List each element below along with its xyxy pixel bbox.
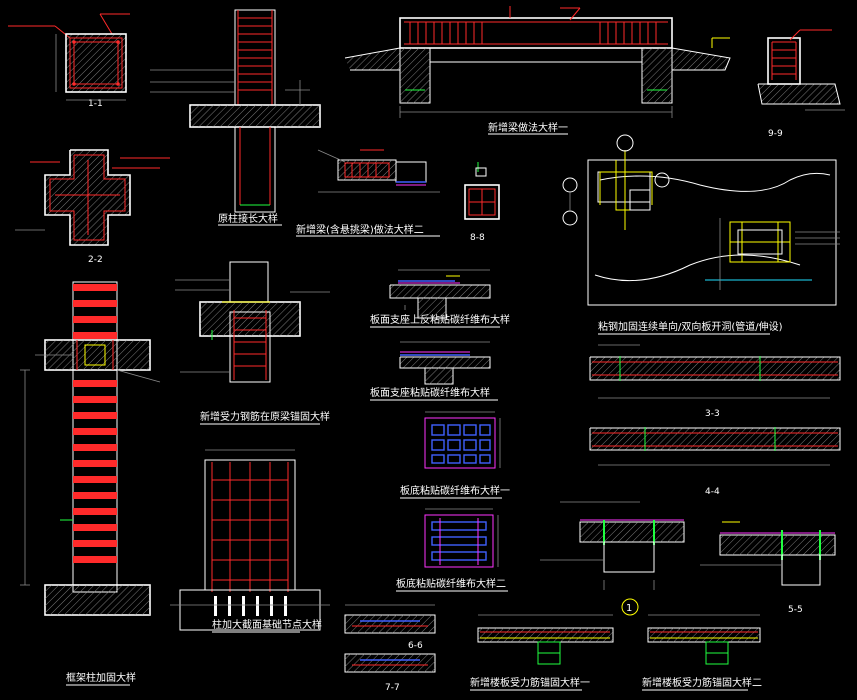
label-7-7: 7-7 — [385, 683, 400, 693]
bottom-fiber-detail-2: 板底粘贴碳纤维布大样二 — [396, 508, 508, 592]
label-8-8: 8-8 — [470, 233, 485, 243]
section-9-9: 9-9 — [711, 29, 845, 139]
section-3-3: 3-3 — [589, 344, 841, 419]
label-3-3: 3-3 — [705, 409, 720, 419]
label-1-1: 1-1 — [88, 99, 103, 109]
title-bottom-fiber-1: 板底粘贴碳纤维布大样一 — [400, 484, 510, 497]
section-7-7: 7-7 — [344, 653, 436, 693]
slab-anchorage-detail-1: 新增楼板受力筋锚固大样一 — [470, 614, 614, 691]
title-slab-anchorage-1: 新增楼板受力筋锚固大样一 — [470, 676, 590, 689]
title-support-fiber-1: 板面支座上反粘贴碳纤维布大样 — [370, 313, 510, 326]
label-9-9: 9-9 — [768, 129, 783, 139]
support-fiber-detail-2: 板面支座粘贴碳纤维布大样 — [370, 341, 498, 401]
column-foundation-detail: 柱加大截面基础节点大样 — [170, 449, 330, 633]
bottom-fiber-detail-1: 板底粘贴碳纤维布大样一 — [400, 411, 510, 499]
rebar-anchorage-detail: 新增受力钢筋在原梁锚固大样 — [175, 261, 330, 425]
title-steel-frame: 粘钢加固连续单向/双向板开洞(管道/伸设) — [598, 320, 783, 333]
new-beam-detail-1: 新增梁做法大样一 — [344, 6, 731, 135]
detail-marker: 1 — [626, 603, 632, 614]
support-fiber-detail-1: 板面支座上反粘贴碳纤维布大样 — [370, 269, 510, 328]
title-column-foundation: 柱加大截面基础节点大样 — [212, 618, 322, 631]
section-5-5: 5-5 — [700, 521, 836, 615]
section-4-4: 4-4 — [589, 427, 841, 497]
title-rebar-anchorage: 新增受力钢筋在原梁锚固大样 — [200, 410, 330, 423]
section-1-1: 1-1 — [8, 13, 130, 109]
steel-frame-opening-plan: 粘钢加固连续单向/双向板开洞(管道/伸设) — [562, 134, 840, 335]
plate-connection-detail — [540, 501, 685, 590]
title-support-fiber-2: 板面支座粘贴碳纤维布大样 — [370, 386, 490, 399]
title-slab-anchorage-2: 新增楼板受力筋锚固大样二 — [642, 676, 762, 689]
title-column-extension: 原柱接长大样 — [218, 212, 278, 225]
label-6-6: 6-6 — [408, 641, 423, 651]
label-2-2: 2-2 — [88, 255, 103, 265]
label-4-4: 4-4 — [705, 487, 720, 497]
new-beam-detail-2: 新增梁(含悬挑梁)做法大样二 — [296, 149, 440, 237]
title-new-beam-detail-1: 新增梁做法大样一 — [488, 121, 568, 134]
label-5-5: 5-5 — [788, 605, 803, 615]
slab-anchorage-detail-2: 1 新增楼板受力筋锚固大样二 — [621, 598, 762, 691]
section-8-8: 8-8 — [464, 162, 500, 243]
section-6-6: 6-6 — [344, 604, 436, 651]
section-2-2: 2-2 — [15, 149, 170, 265]
title-bottom-fiber-2: 板底粘贴碳纤维布大样二 — [396, 577, 506, 590]
column-extension-detail: 原柱接长大样 — [150, 9, 321, 226]
column-wrap-detail: 框架柱加固大样 — [20, 281, 161, 686]
title-column-wrap: 框架柱加固大样 — [66, 671, 136, 684]
title-new-beam-detail-2: 新增梁(含悬挑梁)做法大样二 — [296, 223, 424, 236]
